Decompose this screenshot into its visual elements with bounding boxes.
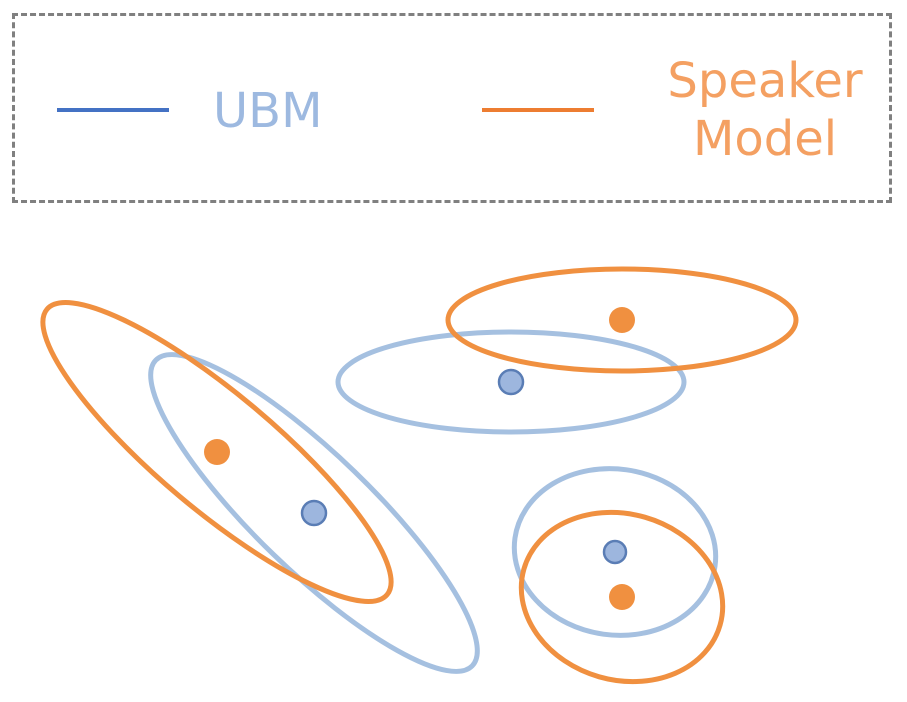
speaker-mean-dot-left bbox=[204, 439, 230, 465]
ubm-mean-dot-left bbox=[300, 499, 328, 527]
speaker-model-label-line1: Speaker bbox=[667, 53, 863, 109]
ubm-ellipse-top bbox=[335, 329, 687, 435]
speaker-ellipse-top bbox=[445, 266, 799, 374]
speaker-mean-dot-bottom bbox=[609, 584, 635, 610]
ubm-mean-dot-top bbox=[497, 368, 525, 396]
speaker-ellipse-bottom bbox=[518, 509, 726, 685]
ubm-mean-dot-bottom bbox=[602, 539, 628, 565]
speaker-ellipse-left bbox=[40, 300, 394, 604]
legend-box: UBM Speaker Model bbox=[12, 13, 892, 203]
speaker-mean-dot-top bbox=[609, 307, 635, 333]
ubm-legend-line bbox=[57, 108, 169, 112]
ubm-ellipse-bottom bbox=[511, 466, 719, 638]
speaker-model-legend-line bbox=[482, 108, 594, 112]
speaker-model-legend-label: Speaker Model bbox=[645, 52, 885, 168]
ubm-ellipse-left bbox=[148, 352, 480, 674]
speaker-model-label-line2: Model bbox=[692, 111, 838, 167]
ubm-legend-label: UBM bbox=[213, 83, 323, 139]
